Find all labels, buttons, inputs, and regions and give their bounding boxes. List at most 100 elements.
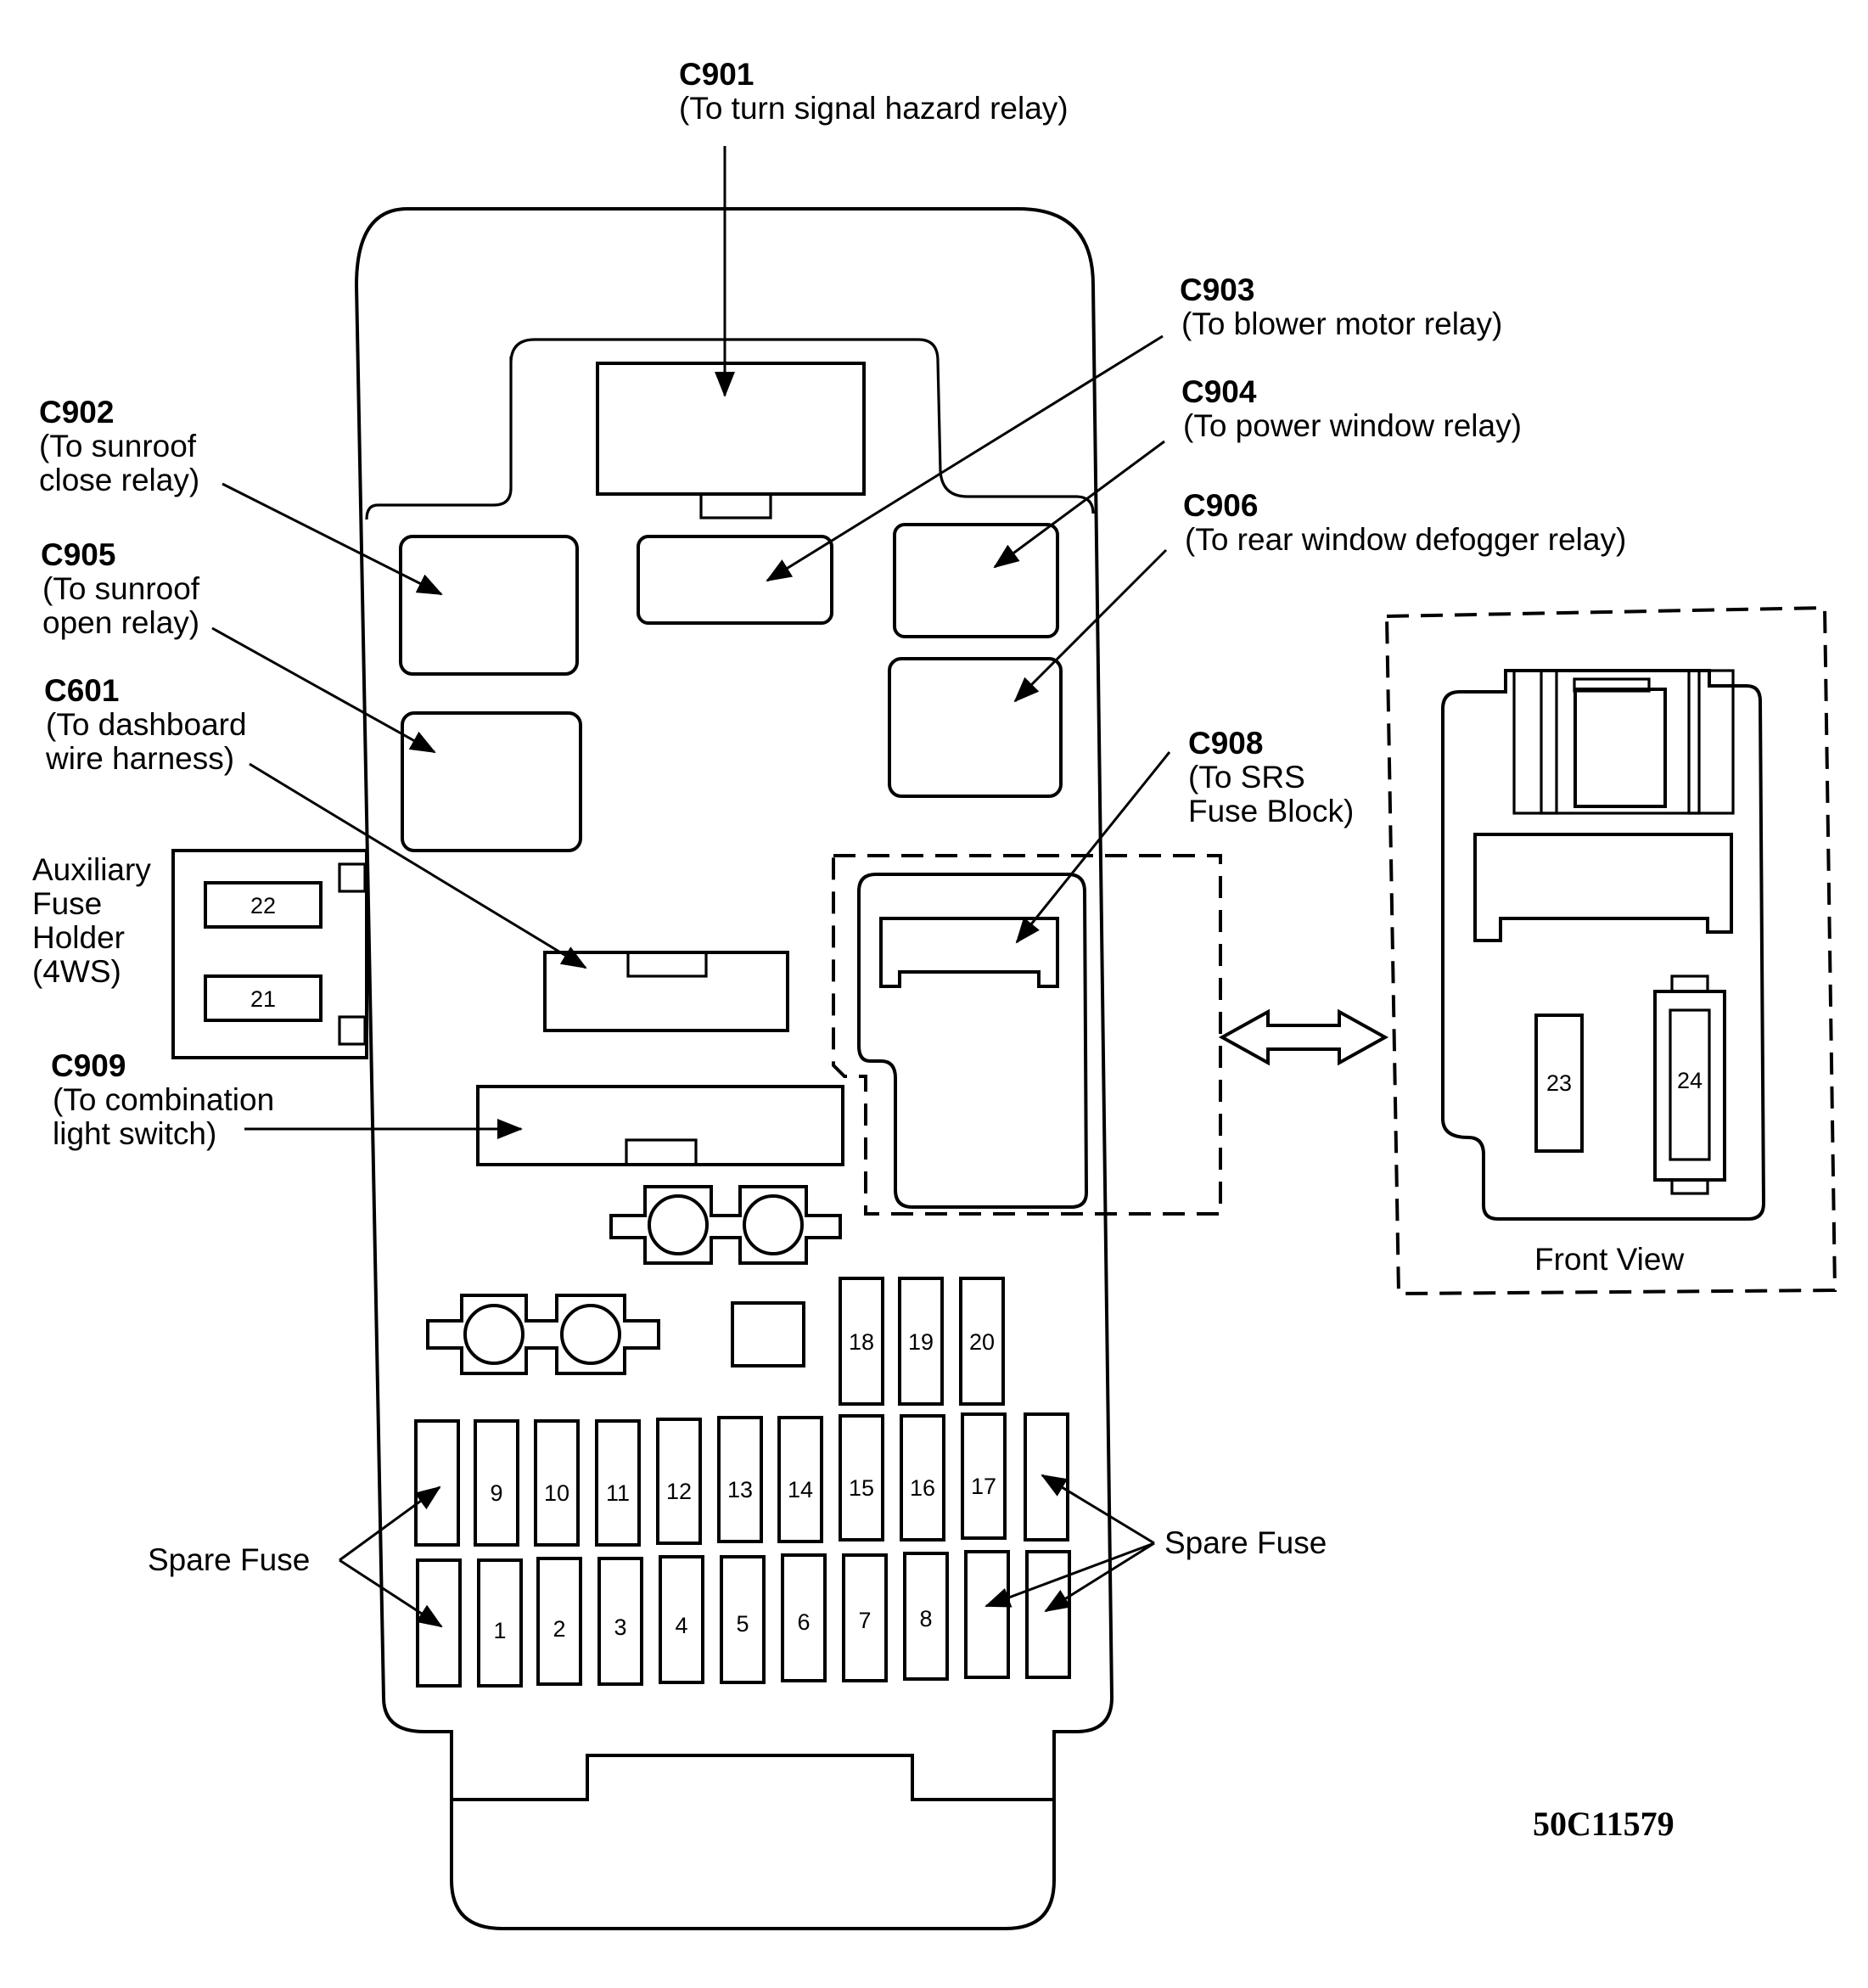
fuse-16[interactable]: 16 bbox=[900, 1414, 945, 1542]
svg-text:(To blower motor relay): (To blower motor relay) bbox=[1181, 306, 1502, 341]
spare-fuse-left-lower[interactable] bbox=[416, 1558, 462, 1688]
svg-text:C901: C901 bbox=[679, 57, 754, 92]
svg-text:6: 6 bbox=[797, 1609, 810, 1635]
svg-text:20: 20 bbox=[969, 1329, 995, 1355]
fuse-3[interactable]: 3 bbox=[597, 1557, 643, 1686]
svg-text:18: 18 bbox=[849, 1329, 874, 1355]
spare-fuse-label-right: Spare Fuse bbox=[1164, 1525, 1327, 1560]
fuse-2[interactable]: 2 bbox=[536, 1557, 582, 1686]
svg-text:(To power window relay): (To power window relay) bbox=[1183, 408, 1522, 443]
svg-text:12: 12 bbox=[666, 1479, 692, 1504]
svg-text:17: 17 bbox=[971, 1474, 996, 1499]
relay-c901[interactable] bbox=[596, 362, 866, 519]
srs-fuse-block[interactable] bbox=[832, 854, 1222, 1216]
fuse-17[interactable]: 17 bbox=[961, 1412, 1007, 1540]
fuse-15[interactable]: 15 bbox=[839, 1414, 884, 1542]
relay-c906[interactable] bbox=[888, 657, 1063, 798]
svg-text:7: 7 bbox=[858, 1608, 871, 1633]
fuse-12[interactable]: 12 bbox=[656, 1418, 702, 1545]
circuit-breaker-upper-pair bbox=[609, 1185, 842, 1265]
svg-text:open relay): open relay) bbox=[42, 605, 199, 640]
spare-fuse-right-lower-a[interactable] bbox=[964, 1550, 1010, 1679]
svg-text:5: 5 bbox=[736, 1611, 749, 1637]
callout-c906: C906 (To rear window defogger relay) bbox=[1183, 488, 1626, 557]
callout-c904: C904 (To power window relay) bbox=[1181, 374, 1522, 443]
fuse-20[interactable]: 20 bbox=[959, 1277, 1005, 1406]
fuse-21[interactable]: 21 bbox=[204, 974, 323, 1022]
small-relay-socket bbox=[731, 1301, 805, 1367]
svg-text:8: 8 bbox=[919, 1606, 932, 1631]
fuse-22[interactable]: 22 bbox=[204, 881, 323, 929]
callout-c905: C905 (To sunroof open relay) bbox=[41, 537, 200, 640]
fuse-10[interactable]: 10 bbox=[534, 1419, 580, 1547]
relay-tray-outline bbox=[365, 338, 1095, 520]
spare-fuse-left-upper[interactable] bbox=[414, 1419, 460, 1547]
svg-text:close relay): close relay) bbox=[39, 463, 199, 497]
svg-text:3: 3 bbox=[614, 1615, 626, 1640]
fuse-11[interactable]: 11 bbox=[595, 1419, 641, 1547]
connector-c601[interactable] bbox=[543, 951, 789, 1032]
svg-text:C904: C904 bbox=[1181, 374, 1257, 409]
svg-text:light switch): light switch) bbox=[53, 1116, 216, 1151]
svg-text:C908: C908 bbox=[1188, 726, 1263, 761]
svg-text:14: 14 bbox=[788, 1477, 813, 1502]
svg-text:9: 9 bbox=[490, 1480, 502, 1506]
fuse-13[interactable]: 13 bbox=[717, 1416, 763, 1543]
relay-c902[interactable] bbox=[399, 535, 579, 676]
svg-text:15: 15 bbox=[849, 1475, 874, 1501]
fuse-7[interactable]: 7 bbox=[842, 1553, 888, 1682]
spare-fuse-label-left: Spare Fuse bbox=[148, 1542, 310, 1577]
relay-c904[interactable] bbox=[893, 523, 1059, 638]
fuse-1[interactable]: 1 bbox=[477, 1558, 523, 1688]
svg-text:C909: C909 bbox=[51, 1048, 126, 1083]
svg-text:C601: C601 bbox=[44, 673, 119, 708]
front-view-panel bbox=[1384, 605, 1837, 1296]
connector-c908[interactable] bbox=[879, 917, 1059, 988]
svg-text:C905: C905 bbox=[41, 537, 115, 572]
connector-c909[interactable] bbox=[476, 1085, 844, 1166]
fuse-6[interactable]: 6 bbox=[781, 1553, 827, 1682]
svg-text:wire harness): wire harness) bbox=[45, 741, 234, 776]
callout-c601: C601 (To dashboard wire harness) bbox=[44, 673, 247, 776]
leader-lines bbox=[211, 146, 1171, 1628]
svg-text:4: 4 bbox=[675, 1613, 687, 1638]
svg-text:2: 2 bbox=[553, 1616, 565, 1642]
svg-text:Fuse Block): Fuse Block) bbox=[1188, 794, 1354, 828]
svg-text:C906: C906 bbox=[1183, 488, 1258, 523]
fuse-14[interactable]: 14 bbox=[777, 1416, 823, 1543]
circuit-breaker-lower-pair bbox=[426, 1294, 660, 1375]
callout-c908: C908 (To SRS Fuse Block) bbox=[1188, 726, 1354, 828]
svg-text:19: 19 bbox=[908, 1329, 934, 1355]
spare-fuse-right-lower-b[interactable] bbox=[1025, 1550, 1071, 1679]
aux-holder-label: Auxiliary Fuse Holder (4WS) bbox=[32, 852, 160, 989]
svg-text:10: 10 bbox=[544, 1480, 569, 1506]
relay-c905[interactable] bbox=[401, 711, 582, 852]
callout-c902: C902 (To sunroof close relay) bbox=[39, 395, 199, 497]
svg-text:21: 21 bbox=[250, 986, 276, 1012]
svg-text:13: 13 bbox=[727, 1477, 753, 1502]
svg-text:(To turn signal hazard relay): (To turn signal hazard relay) bbox=[679, 91, 1069, 126]
double-arrow-icon bbox=[1218, 1008, 1389, 1066]
svg-text:16: 16 bbox=[910, 1475, 935, 1501]
callout-c901: C901 (To turn signal hazard relay) bbox=[679, 57, 1069, 126]
svg-text:(To SRS: (To SRS bbox=[1188, 760, 1305, 795]
fuse-box-body bbox=[354, 207, 1114, 1930]
fuse-19[interactable]: 19 bbox=[898, 1277, 944, 1406]
svg-text:23: 23 bbox=[1546, 1070, 1572, 1096]
svg-text:22: 22 bbox=[250, 893, 276, 918]
fuse-24[interactable]: 24 bbox=[1653, 974, 1726, 1195]
fuse-4[interactable]: 4 bbox=[659, 1555, 704, 1684]
fuse-9[interactable]: 9 bbox=[474, 1419, 519, 1547]
fuse-8[interactable]: 8 bbox=[903, 1552, 949, 1681]
svg-text:11: 11 bbox=[606, 1480, 630, 1506]
fuse-18[interactable]: 18 bbox=[839, 1277, 884, 1406]
fuse-5[interactable]: 5 bbox=[720, 1555, 766, 1684]
relay-c903[interactable] bbox=[637, 535, 833, 625]
svg-text:(To sunroof: (To sunroof bbox=[42, 571, 200, 606]
fuse-23[interactable]: 23 bbox=[1534, 1014, 1584, 1153]
auxiliary-fuse-holder bbox=[171, 849, 368, 1059]
svg-text:C902: C902 bbox=[39, 395, 114, 430]
front-view-label: Front View bbox=[1534, 1242, 1684, 1277]
svg-text:(To combination: (To combination bbox=[53, 1082, 274, 1117]
